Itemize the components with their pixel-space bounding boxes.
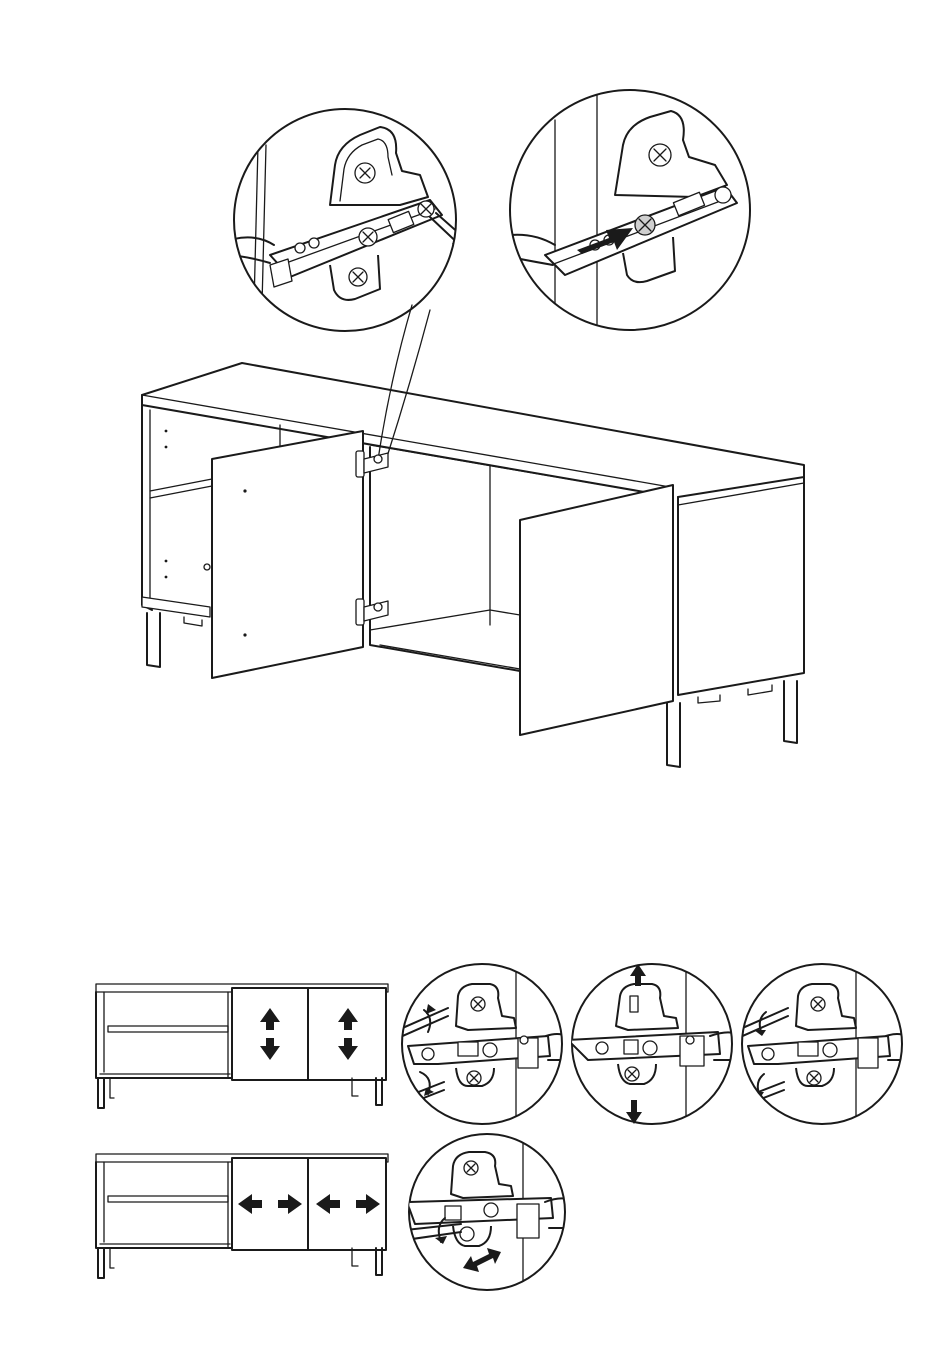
adjust-detail-4: [405, 1130, 570, 1295]
cabinet-adjust-vertical: [92, 980, 392, 1110]
adjust-detail-1: [398, 960, 566, 1128]
adjust-detail-2: [568, 960, 736, 1128]
hinge-detail-right: [505, 85, 755, 335]
adjust-detail-3: [738, 960, 906, 1128]
cabinet-adjust-horizontal: [92, 1150, 392, 1280]
cabinet-main: [130, 355, 820, 775]
